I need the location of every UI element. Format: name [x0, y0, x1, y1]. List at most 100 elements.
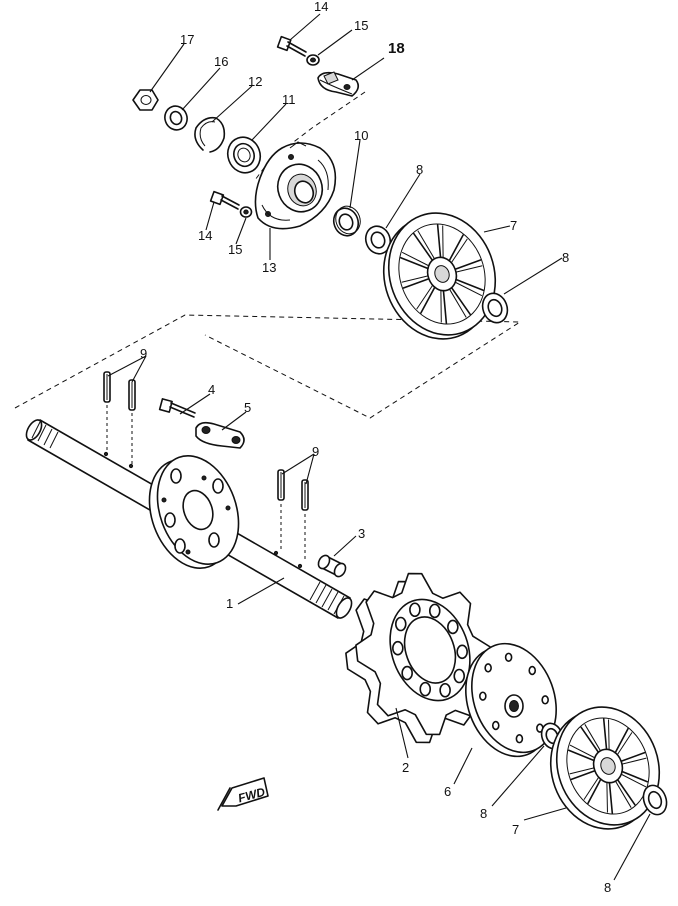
wheel-spoke — [587, 778, 602, 805]
hub-flange — [148, 454, 240, 570]
washer-15-top — [306, 54, 320, 66]
wheel-spoke — [399, 256, 429, 270]
bracket-5 — [195, 421, 245, 449]
wheel-spoke — [401, 275, 429, 283]
plate-hole — [528, 665, 537, 676]
plate-hole — [515, 734, 524, 744]
callout-12: 12 — [248, 74, 262, 89]
callout-17: 17 — [180, 32, 194, 47]
wheel-spoke — [449, 288, 467, 318]
wheel-spoke — [580, 726, 600, 754]
wheel-spoke — [436, 224, 442, 259]
wheel-spoke — [583, 776, 600, 800]
sprocket-hole — [456, 644, 468, 660]
circlip-12 — [194, 116, 226, 153]
plate-hole — [504, 652, 513, 662]
seal-10 — [332, 205, 361, 237]
callout-7-lower: 7 — [512, 822, 519, 837]
wheel-spoke — [606, 782, 608, 813]
sprocket-hole — [439, 682, 451, 698]
wheel-spoke — [608, 719, 610, 750]
wheel-spoke — [569, 744, 595, 759]
wheel-spoke — [567, 749, 595, 762]
washer-8-top — [364, 225, 392, 255]
callout-9-right: 9 — [312, 444, 319, 459]
wheel-7-lower — [549, 706, 661, 830]
sprocket-hole — [409, 602, 421, 618]
wheel-spoke — [448, 234, 464, 262]
plate-hole — [491, 720, 500, 731]
wheel-spoke — [620, 751, 646, 763]
bolt-4 — [158, 398, 196, 418]
sprocket-hole — [394, 616, 407, 632]
wheel-spoke — [402, 277, 430, 289]
bolt-14-lower — [209, 190, 240, 210]
callout-numbers: 14 15 18 17 16 12 11 10 8 7 8 14 15 13 9… — [140, 0, 611, 895]
callout-13: 13 — [262, 260, 276, 275]
callout-18: 18 — [388, 40, 405, 57]
pin-9-right-a — [277, 469, 285, 501]
sprocket-hole — [447, 619, 459, 635]
bracket-18 — [317, 71, 360, 97]
wheel-spoke — [417, 230, 435, 260]
plate-hole — [479, 691, 487, 701]
washer-8-right — [481, 292, 509, 324]
callout-14-top: 14 — [314, 0, 328, 14]
wheel-spoke — [454, 259, 482, 271]
wheel-spoke — [615, 780, 632, 808]
pin-9-left-a — [103, 371, 111, 403]
callout-11: 11 — [282, 92, 296, 107]
wheel-spoke — [420, 286, 436, 314]
bearing-housing-13 — [254, 141, 337, 230]
plate-hole — [484, 663, 492, 673]
wheel-spoke — [616, 778, 636, 806]
wheel-spoke — [413, 232, 434, 262]
wheel-spoke — [621, 770, 649, 783]
callout-16: 16 — [214, 54, 228, 69]
callout-1: 1 — [226, 596, 233, 611]
fwd-direction-marker: FWD — [217, 777, 269, 811]
wheel-spoke — [455, 278, 485, 292]
bearing-11 — [226, 136, 262, 174]
callout-6: 6 — [444, 784, 451, 799]
wheel-spoke — [442, 289, 448, 324]
wheel-spoke — [621, 757, 647, 765]
leader-lines — [107, 13, 651, 881]
callout-8-lower-mid: 8 — [480, 806, 487, 821]
callout-4: 4 — [208, 382, 215, 397]
pin-9-right-b — [301, 479, 309, 511]
callout-2: 2 — [402, 760, 409, 775]
wheel-7-upper — [382, 212, 497, 340]
shaft-splines-left — [31, 421, 59, 449]
callout-10: 10 — [354, 128, 368, 143]
wheel-spoke — [616, 732, 633, 756]
callout-8-top: 8 — [416, 162, 423, 177]
sprocket-hole — [419, 681, 432, 697]
wheel-spoke — [614, 727, 629, 754]
callout-15-top: 15 — [354, 18, 368, 33]
wheel-spoke — [455, 265, 483, 273]
callout-7-upper: 7 — [510, 218, 517, 233]
wheel-spoke — [401, 251, 429, 267]
group-outline-lower — [14, 314, 522, 419]
callout-14-lower: 14 — [198, 228, 212, 243]
sprocket-hole — [453, 668, 466, 684]
wheel-spoke — [608, 781, 614, 814]
wheel-spoke — [584, 724, 601, 752]
wheel-spoke — [416, 284, 434, 310]
sprocket-hole — [392, 640, 404, 656]
washer-16 — [164, 105, 188, 131]
wheel-spoke — [455, 281, 483, 297]
sprocket-2 — [345, 572, 493, 744]
callout-9-left: 9 — [140, 346, 147, 361]
nut-17 — [132, 89, 159, 111]
plate-6 — [465, 642, 557, 758]
bolt-14-top — [276, 35, 307, 57]
callout-3: 3 — [358, 526, 365, 541]
callout-8-bottom: 8 — [604, 880, 611, 895]
wheel-spoke — [602, 718, 608, 751]
washer-8-bottom — [642, 784, 668, 816]
callout-5: 5 — [244, 400, 251, 415]
